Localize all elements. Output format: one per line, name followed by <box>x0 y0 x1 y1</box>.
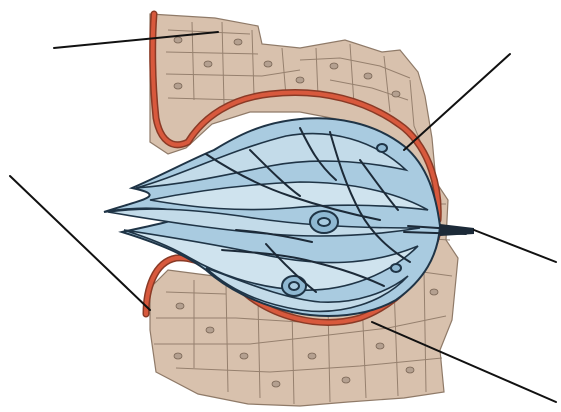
leader-line-right-pore <box>474 230 556 262</box>
leader-line-left <box>10 176 150 310</box>
taste-pore-tip <box>440 224 474 236</box>
